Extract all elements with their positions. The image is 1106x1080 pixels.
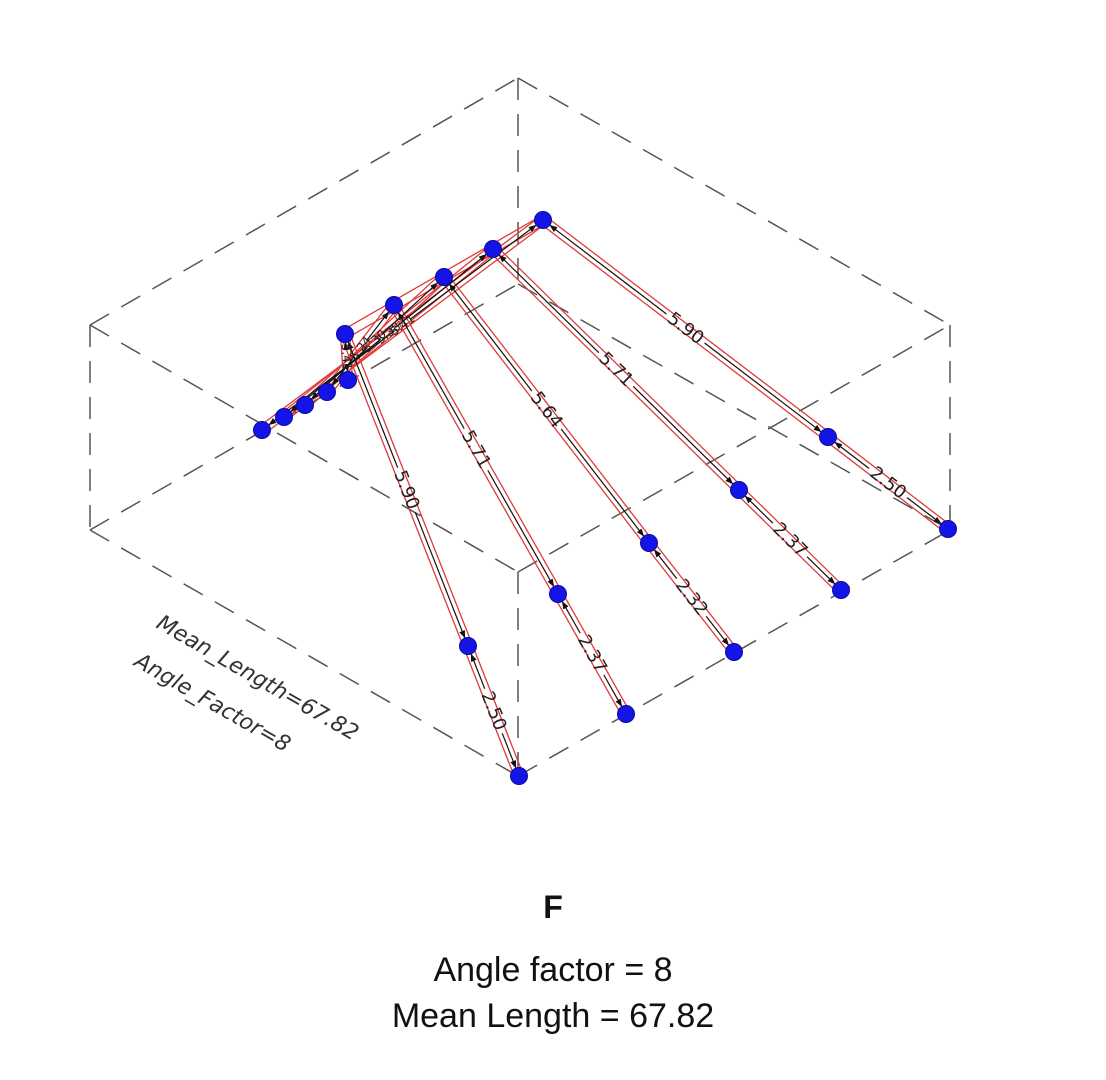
rib-0-long-dimension-label: 5.90 [389,468,423,513]
angle-factor-text: Angle factor = 8 [433,951,673,989]
node-point [336,325,354,343]
member-boundaries [258,215,952,778]
rib-member-short [735,492,839,594]
rib-member-short [561,591,631,713]
rib-3-long-dimension-label: 5.71 [594,348,637,391]
mean-length-text: Mean Length = 67.82 [391,997,715,1035]
rib-0-long-dimension-line [414,512,466,639]
rib-member-long [447,273,654,541]
top-member [322,301,391,390]
rib-member-long [389,306,555,597]
rib-member-short [553,595,623,717]
node-point [318,383,336,401]
node-point [253,421,271,439]
rib-3-long-dimension-line [498,254,600,354]
rib-2-short-dimension-line [653,549,678,579]
top-2-dimension-line [381,282,439,335]
top-4-dimension-label: 5.41 [339,343,355,371]
rib-3-short-dimension-line [806,556,836,585]
top-1-dimension-line [395,254,487,328]
rib-4-short-dimension-line [834,441,870,469]
rib-2-long-dimension-line [560,428,645,537]
rib-3-short-dimension-label: 2.37 [768,518,811,561]
rib-member-long [489,251,737,494]
rib-member-long [348,332,473,645]
node-point [534,211,552,229]
rib-member-long [439,279,646,547]
rib-member-short [463,647,516,778]
node-point [617,705,635,723]
rib-member-long [397,302,563,593]
dimension-labels: 5.90 2.50 5.71 2.37 5.64 2.32 5.71 2.37 5.90 2.50… [339,308,911,733]
top-member [280,244,491,414]
rib-2-long-dimension-line [448,283,533,392]
node-point [435,268,453,286]
node-point [385,296,403,314]
rib-member-short [652,539,739,650]
rib-member-short [830,432,952,526]
rib-1-long-dimension-label: 5.71 [457,427,495,472]
rib-member-long [545,215,832,434]
rib-member-short [471,644,524,775]
node-point [549,585,567,603]
node-point [730,481,748,499]
node-point [640,534,658,552]
node-point [339,371,357,389]
rib-1-short-dimension-line [603,674,623,708]
figure-caption: F Angle factor = 8 Mean Length = 67.82 [0,885,1106,1039]
top-0-dimension-line [410,224,537,320]
rib-member-short [644,545,731,656]
rib-2-short-dimension-label: 2.32 [671,575,712,620]
rib-1-long-dimension-line [397,311,465,429]
rib-3-long-dimension-line [632,385,734,485]
rib-4-short-dimension-line [906,497,942,525]
nodes [253,211,957,785]
node-point [484,240,502,258]
rib-1-short-dimension-label: 2.37 [573,631,611,676]
caption-letter: F [543,889,563,925]
rib-0-short-dimension-label: 2.50 [476,689,510,734]
node-point [275,408,293,426]
dashed-bounding-box [89,77,951,777]
rib-2-short-dimension-line [705,616,730,646]
rib-member-short [824,440,946,534]
node-point [510,767,528,785]
node-point [939,520,957,538]
rib-member-long [340,335,465,648]
node-point [832,581,850,599]
node-point [296,396,314,414]
rib-member-long [539,223,826,442]
rib-3-short-dimension-line [744,495,774,524]
rib-1-short-dimension-line [561,600,581,634]
top-3-dimension-line [331,356,355,386]
top-3-dimension-line [366,311,390,341]
rib-4-long-dimension-label: 5.90 [663,308,708,349]
rib-member-long [495,245,743,488]
rib-0-long-dimension-line [347,341,399,468]
rib-4-long-dimension-line [549,224,667,315]
rib-4-short-dimension-label: 2.50 [866,462,911,503]
rib-member-short [741,486,845,588]
rib-0-short-dimension-line [470,653,486,689]
rib-4-long-dimension-line [704,342,822,433]
node-point [725,643,743,661]
top-member [301,273,442,403]
rib-2-long-dimension-label: 5.64 [526,388,567,433]
node-point [819,428,837,446]
rib-1-long-dimension-line [487,470,555,588]
node-point [459,637,477,655]
rib-0-short-dimension-line [501,733,517,769]
